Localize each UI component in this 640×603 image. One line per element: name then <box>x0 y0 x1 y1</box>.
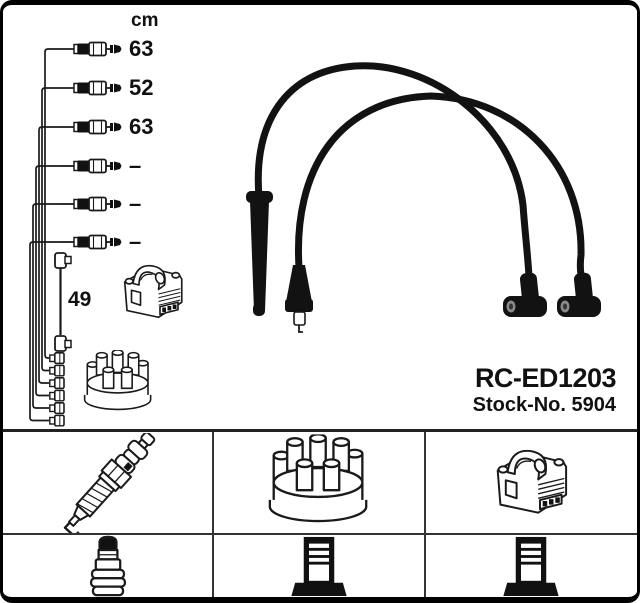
cable-length-label: – <box>129 153 142 178</box>
elbow-boot <box>557 272 601 317</box>
ignition-coil-cell <box>425 432 637 535</box>
harness-lines <box>29 48 60 422</box>
wire-connector-icon <box>60 119 122 135</box>
terminal-sae-cell <box>3 535 215 597</box>
plug-terminal-sae-icon <box>89 535 126 597</box>
terminal-din-cell <box>214 535 426 597</box>
wire-connector-icon <box>60 234 122 250</box>
straight-boot <box>246 191 273 316</box>
component-grid <box>3 429 637 597</box>
cone-boot <box>285 265 313 333</box>
cable-length-label: – <box>129 191 142 216</box>
distributor-connector-icon <box>49 414 65 427</box>
distributor-connector-icon <box>49 389 65 402</box>
wire-connector-icon <box>60 158 122 174</box>
distributor-cap-icon <box>83 350 152 411</box>
spark-plug-cell <box>3 432 215 535</box>
ignition-coil-icon <box>123 264 183 319</box>
distributor-cap-icon <box>268 434 368 523</box>
wire-connector-icon <box>60 196 122 212</box>
cable-length-label: – <box>129 229 142 254</box>
coil-wire <box>54 252 72 352</box>
plug-terminal-din-icon <box>503 536 559 596</box>
stock-number: Stock-No. 5904 <box>472 394 616 416</box>
wire-connector-icon <box>60 80 122 96</box>
ignition-coil-icon <box>497 449 568 514</box>
distributor-connector-icon <box>49 377 65 389</box>
spark-plug-icon <box>55 432 162 533</box>
cable-short <box>294 92 585 279</box>
product-code: RC-ED1203 <box>474 363 617 393</box>
cable-length-label: 63 <box>129 36 154 61</box>
elbow-boot <box>503 272 547 317</box>
cable-long <box>254 62 533 281</box>
elbow-connector-icon <box>54 252 72 269</box>
distributor-connector-icon <box>49 352 65 364</box>
elbow-connector-icon <box>54 335 72 352</box>
coil-wire-length-label: 49 <box>68 288 92 311</box>
terminal-din-cell <box>426 535 637 597</box>
wire-connector-icon <box>60 41 122 57</box>
cable-length-label: 63 <box>129 114 154 139</box>
ignition-cables <box>246 62 601 333</box>
unit-header: cm <box>131 10 159 31</box>
distributor-connector-icon <box>49 402 65 414</box>
cable-length-label: 52 <box>129 75 154 100</box>
distributor-cap-cell <box>214 432 426 535</box>
distributor-connector-icon <box>49 364 65 377</box>
plug-terminal-din-icon <box>291 536 347 596</box>
wiring-schematic <box>29 41 601 427</box>
